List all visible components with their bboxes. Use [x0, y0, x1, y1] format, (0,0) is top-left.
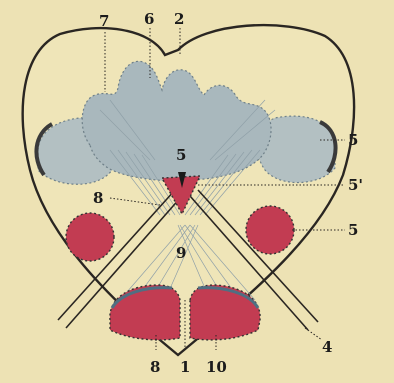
label-7: 7	[99, 12, 109, 30]
label-5-right-lower: 5	[348, 221, 358, 239]
label-4: 4	[322, 338, 332, 356]
label-5-center: 5	[176, 146, 186, 164]
label-10: 10	[206, 358, 227, 376]
label-5-right-upper: 5	[348, 131, 358, 149]
label-6: 6	[144, 10, 154, 28]
label-8-left: 8	[93, 189, 103, 207]
right-red-nucleus	[246, 206, 294, 254]
label-1: 1	[180, 358, 190, 376]
left-red-nucleus	[66, 213, 114, 261]
label-5-prime: 5'	[348, 176, 363, 194]
label-2: 2	[174, 10, 184, 28]
label-8-bottom: 8	[150, 358, 160, 376]
label-9: 9	[176, 244, 186, 262]
